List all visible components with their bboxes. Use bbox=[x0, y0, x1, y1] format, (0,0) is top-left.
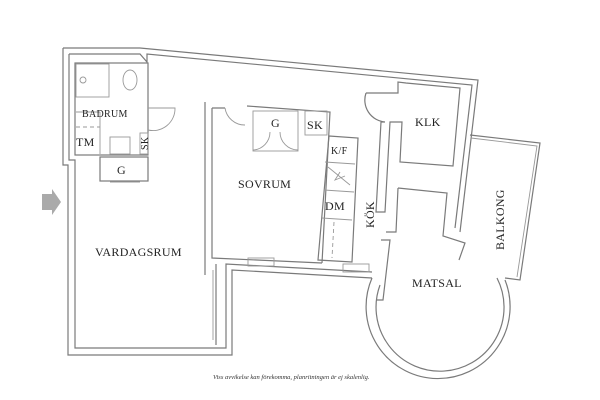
balcony bbox=[469, 134, 541, 281]
bathroom bbox=[74, 62, 176, 183]
label-matsal: MATSAL bbox=[412, 276, 462, 290]
label-balkong: BALKONG bbox=[493, 189, 507, 250]
label-badrum: BADRUM bbox=[82, 109, 128, 120]
disclaimer-caption: Viss avvikelse kan förekomma, planritnin… bbox=[213, 374, 370, 381]
bedroom bbox=[204, 102, 331, 275]
label-sk-bath: SK bbox=[140, 136, 151, 150]
label-klk: KLK bbox=[415, 115, 441, 129]
label-sovrum: SOVRUM bbox=[238, 177, 291, 191]
label-dm: DM bbox=[325, 199, 345, 213]
label-g-hall: G bbox=[117, 163, 126, 177]
label-kf: K/F bbox=[331, 146, 348, 157]
label-sk-sovrum: SK bbox=[307, 118, 323, 132]
label-g-sovrum: G bbox=[271, 116, 280, 130]
label-vardagsrum: VARDAGSRUM bbox=[95, 245, 182, 259]
label-kok: KÖK bbox=[363, 201, 377, 228]
klk-walls bbox=[364, 81, 466, 301]
outer-walls bbox=[62, 47, 511, 380]
entry-arrow-icon bbox=[42, 189, 61, 215]
kitchen-units bbox=[212, 135, 370, 345]
label-tm: TM bbox=[76, 135, 95, 149]
